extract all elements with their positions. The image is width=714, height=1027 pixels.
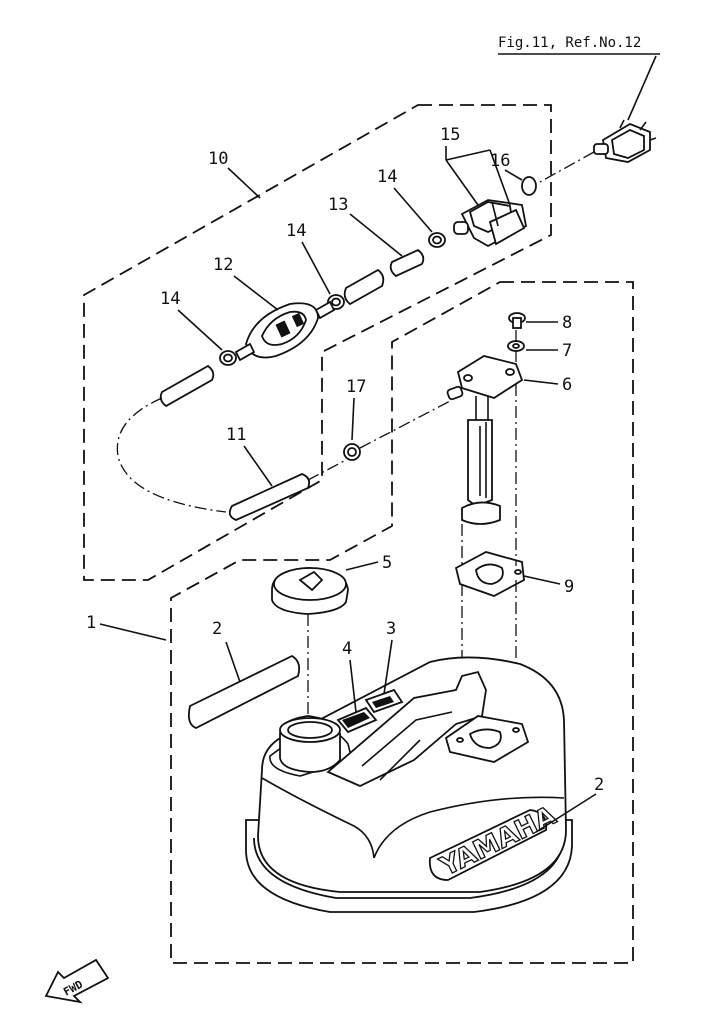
main-hose-11 [228, 473, 311, 521]
callout-13: 13 [328, 195, 348, 215]
fuel-pickup-6 [446, 355, 524, 525]
fuel-tank-body [245, 656, 573, 913]
callout-1: 1 [86, 613, 96, 633]
hose-clamp-14-left [219, 350, 237, 366]
hose-clamp-17 [343, 443, 361, 461]
callout-16: 16 [490, 151, 510, 171]
hose-assembly-boundary [83, 104, 552, 581]
hose-short-left [159, 364, 215, 408]
washer-7 [507, 340, 525, 352]
callout-14-upper: 14 [377, 167, 397, 187]
callout-8: 8 [562, 313, 572, 333]
primer-bulb-12 [234, 300, 336, 362]
fwd-direction-arrow: FWD [44, 958, 110, 1004]
hose-clamp-14-upper [428, 232, 446, 248]
callout-4: 4 [342, 639, 352, 659]
tank-cap-5 [271, 567, 349, 615]
callout-3: 3 [386, 619, 396, 639]
figure-reference-text: Fig.11, Ref.No.12 [498, 35, 641, 51]
callout-2-right: 2 [594, 775, 604, 795]
gasket-9 [454, 551, 525, 597]
callout-2-left: 2 [212, 619, 222, 639]
callout-11: 11 [226, 425, 246, 445]
pickup-mount-plate [444, 715, 530, 763]
hose-13 [343, 248, 425, 306]
decal-2-left [187, 654, 301, 729]
callout-15: 15 [440, 125, 460, 145]
screw-8 [508, 312, 526, 329]
fuel-connector-ref-part [593, 119, 657, 163]
callout-17: 17 [346, 377, 366, 397]
callout-9: 9 [564, 577, 574, 597]
filler-neck [279, 715, 341, 773]
hose-route-line [116, 397, 227, 513]
o-ring-16 [521, 176, 537, 196]
figure-reference: Fig.11, Ref.No.12 [498, 35, 660, 121]
callout-14-middle: 14 [286, 221, 306, 241]
callout-14-left: 14 [160, 289, 180, 309]
callout-12: 12 [213, 255, 233, 275]
tank-assembly-boundary [170, 281, 634, 964]
carry-handle [326, 670, 487, 787]
callout-10: 10 [208, 149, 228, 169]
callout-7: 7 [562, 341, 572, 361]
callout-5: 5 [382, 553, 392, 573]
label-4 [336, 706, 378, 734]
joint-connector-15 [453, 199, 528, 248]
callout-6: 6 [562, 375, 572, 395]
